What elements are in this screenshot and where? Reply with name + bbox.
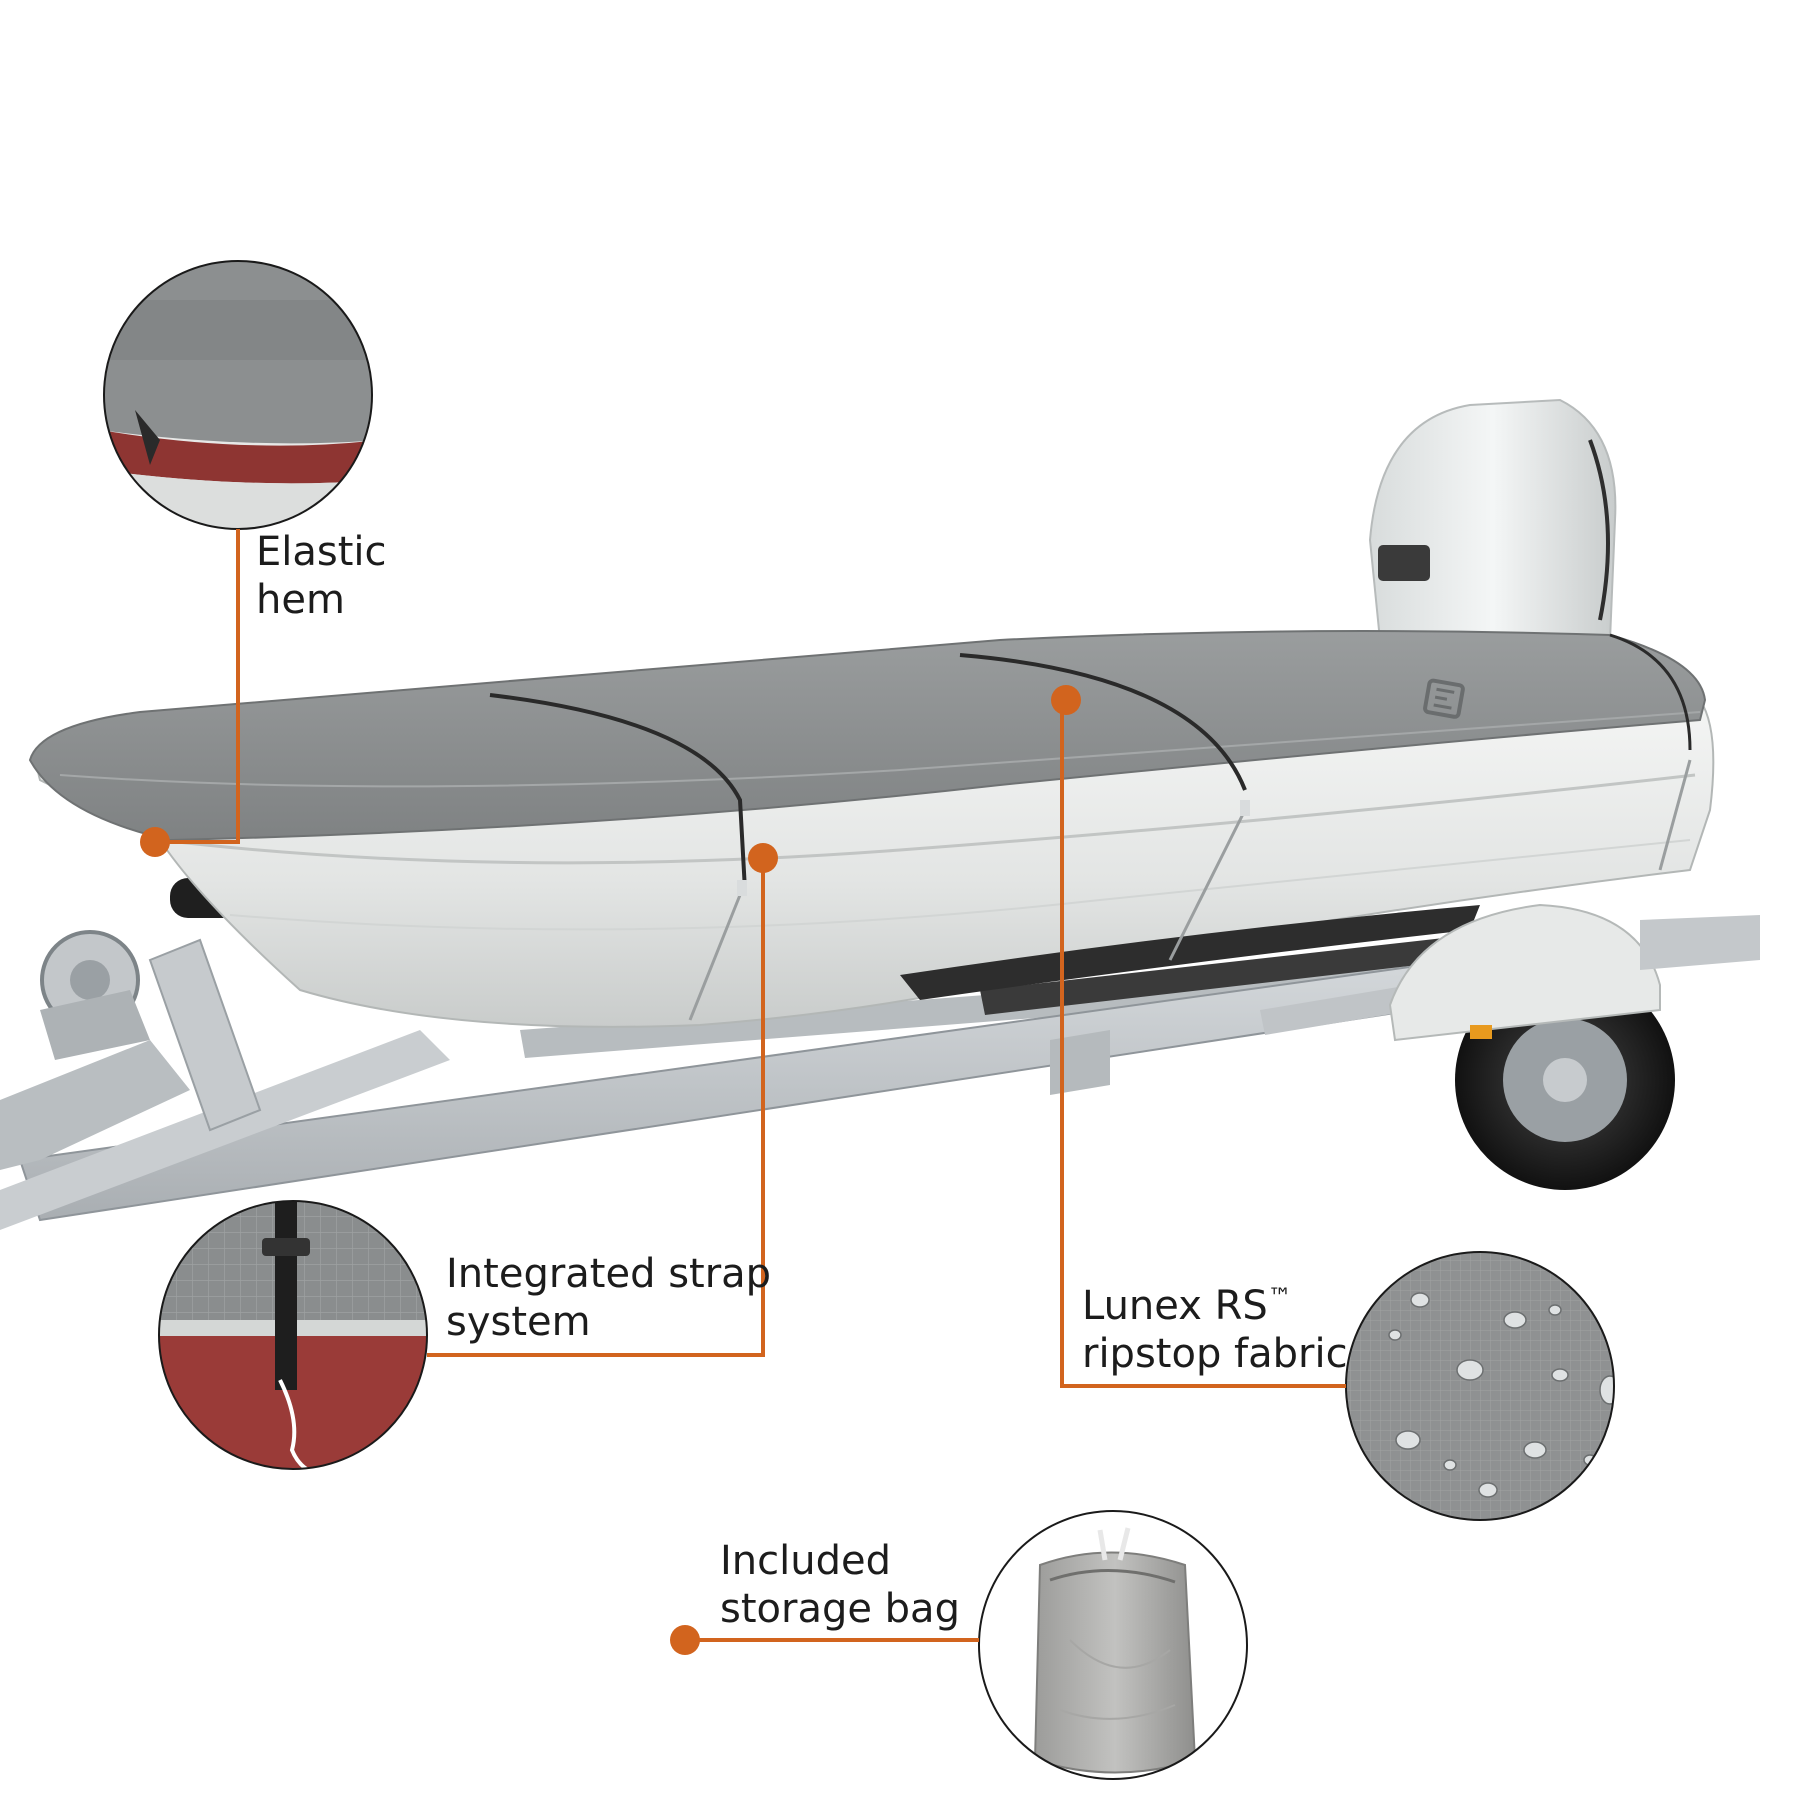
fabric-label-name: Lunex RS: [1082, 1283, 1268, 1329]
fabric-dot: [1051, 685, 1081, 715]
strap-system-label-line1: Integrated strap: [446, 1251, 772, 1297]
trailer-wheel: [1388, 903, 1760, 1190]
storage-bag-detail: [978, 1510, 1248, 1780]
callout-dots: [140, 685, 1081, 1655]
elastic-hem-label: Elastic hem: [256, 528, 387, 624]
storage-bag-label-line2: storage bag: [720, 1586, 960, 1632]
elastic-hem-detail: [103, 260, 373, 530]
strap-system-label: Integrated strap system: [446, 1250, 771, 1346]
strap-leader: [427, 860, 765, 1357]
fabric-leader: [1060, 705, 1346, 1388]
strap-system-label-line2: system: [446, 1299, 591, 1345]
strap-system-detail: [158, 1200, 428, 1470]
bag-dot: [670, 1625, 700, 1655]
trailer: [0, 874, 1565, 1230]
ripstop-fabric-detail: [1345, 1251, 1615, 1521]
outboard-motor: [1368, 398, 1617, 652]
elastic-hem-label-line2: hem: [256, 577, 345, 623]
fabric-label-line1: Lunex RS™: [1082, 1282, 1348, 1330]
elastic-hem-label-line1: Elastic: [256, 529, 387, 575]
elastic-hem-leader: [155, 529, 240, 844]
boat-cover: [28, 630, 1707, 1021]
trademark-mark: ™: [1267, 1283, 1292, 1311]
fabric-label-line2: ripstop fabric: [1082, 1331, 1348, 1377]
storage-bag-label-line1: Included: [720, 1538, 891, 1584]
strap-dot: [748, 843, 778, 873]
fabric-label: Lunex RS™ ripstop fabric: [1082, 1282, 1348, 1378]
brand-logo-icon: [1423, 678, 1465, 719]
elastic-hem-dot: [140, 827, 170, 857]
storage-bag-label: Included storage bag: [720, 1537, 960, 1633]
callout-leader-lines: [155, 529, 1346, 1642]
